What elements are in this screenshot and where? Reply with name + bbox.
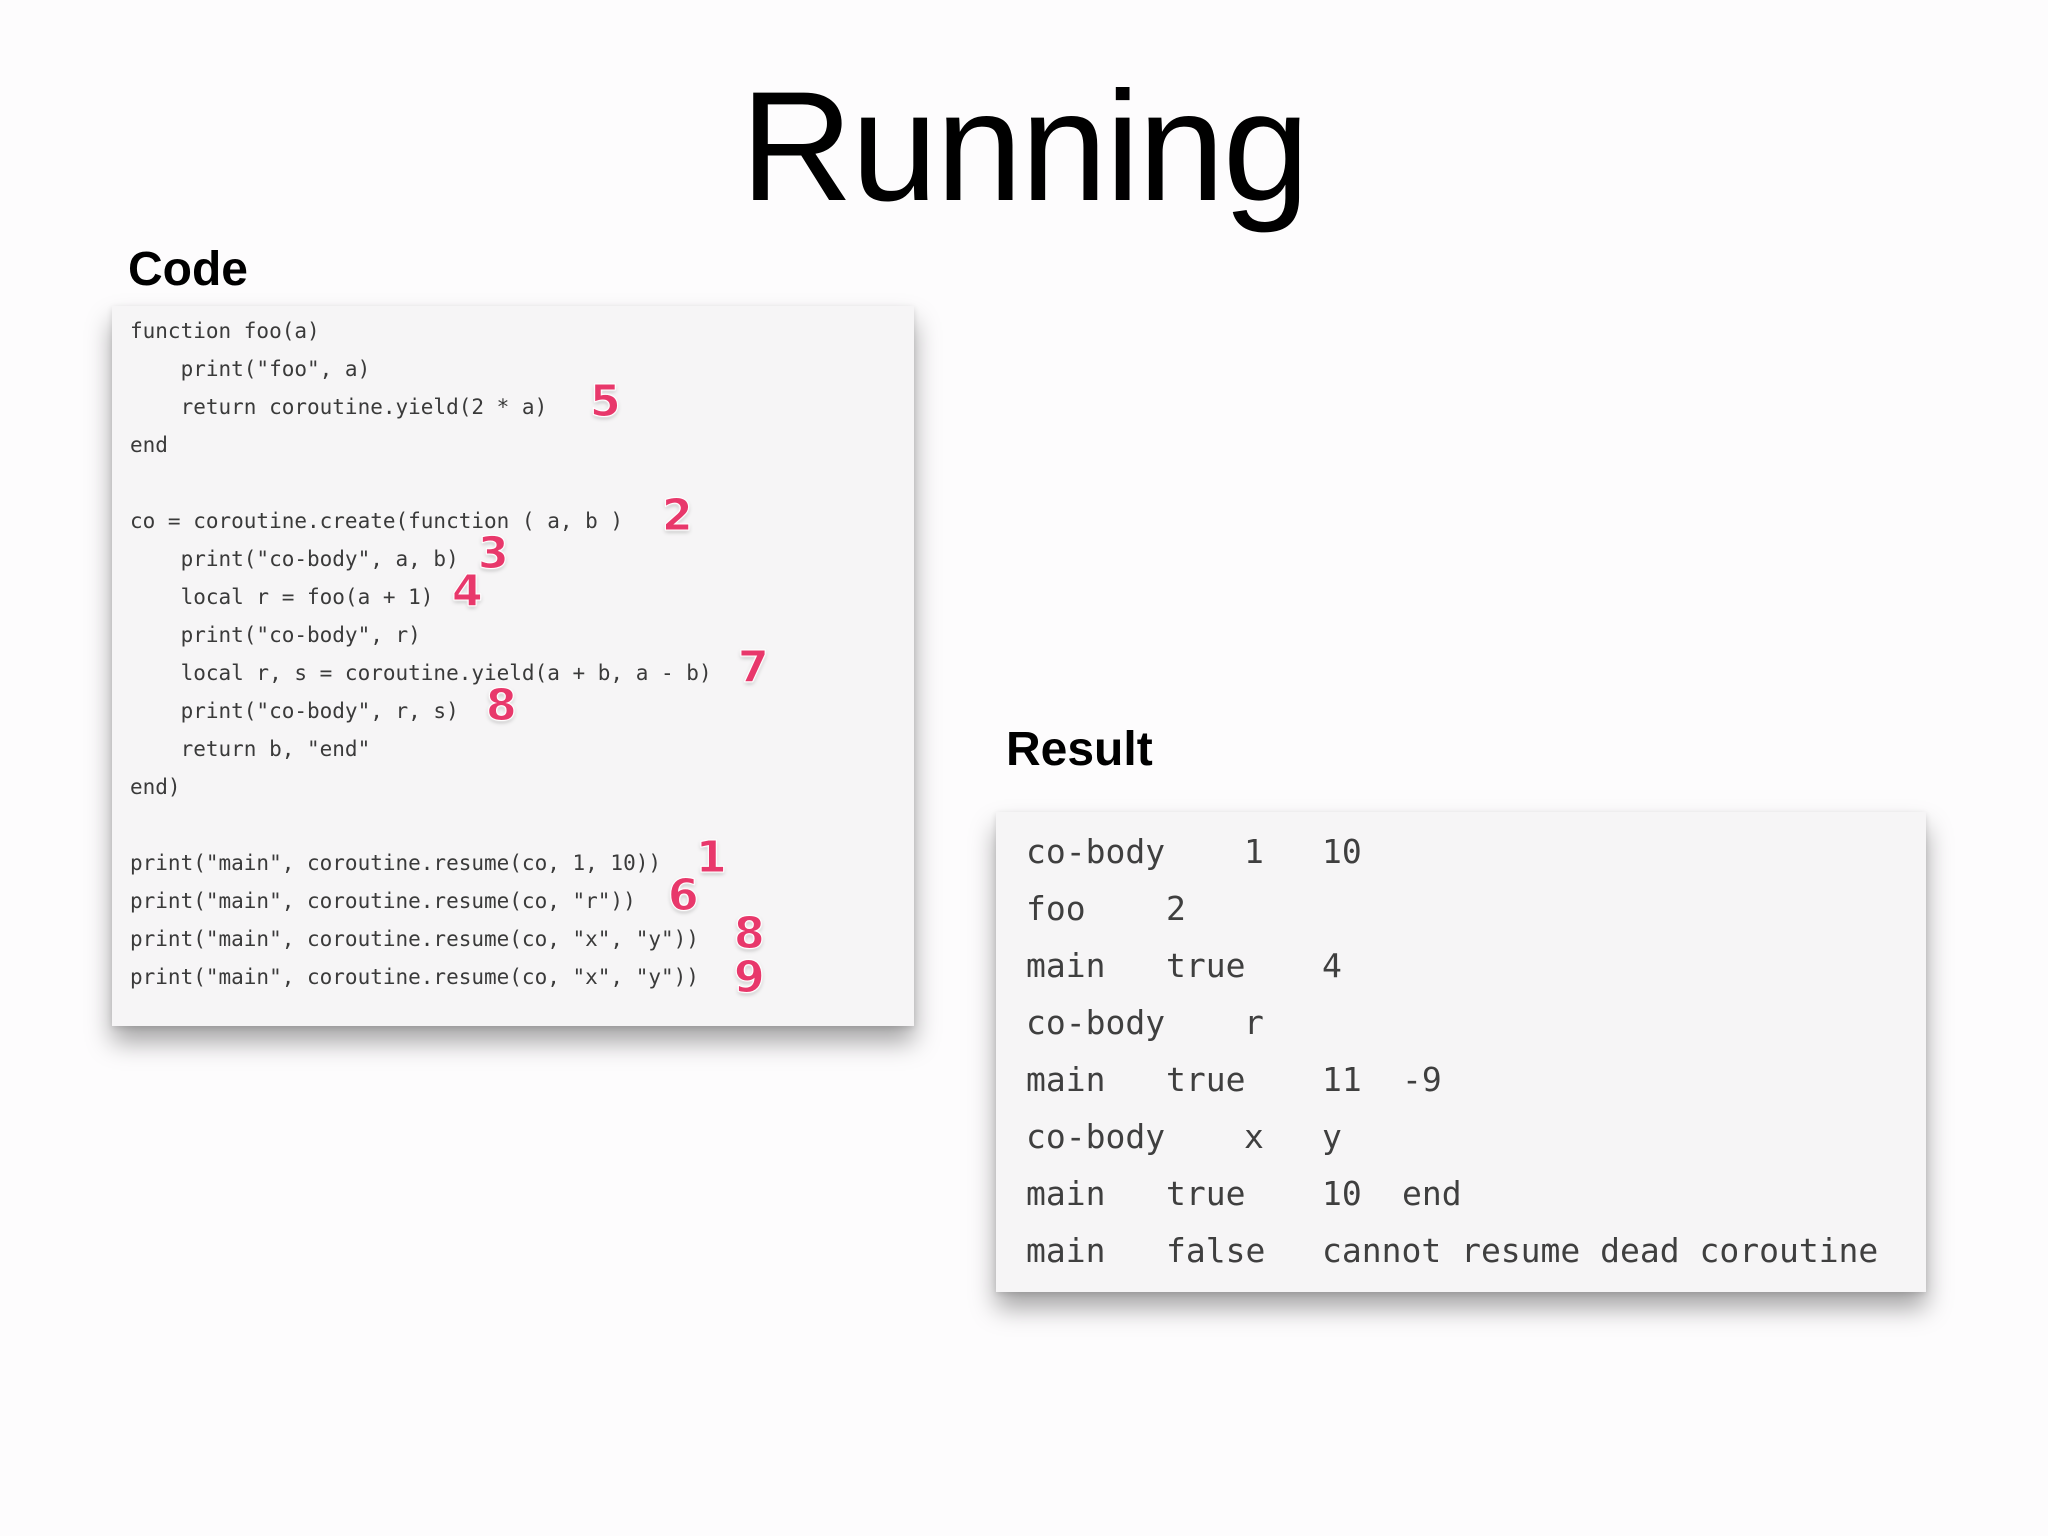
result-cell: main [1026,1174,1106,1213]
result-cell: main [1026,1231,1106,1270]
step-marker: 4 [452,566,484,617]
code-line: local r, s = coroutine.yield(a + b, a - … [130,661,712,685]
step-marker: 6 [668,870,700,921]
code-line: print("co-body", r) [130,623,421,647]
result-row: main true 11 -9 [1026,1060,1906,1100]
result-cell: co-body [1026,1003,1166,1042]
result-cell: 1 [1244,832,1264,871]
step-marker: 7 [738,642,770,693]
code-line: print("co-body", r, s) [130,699,459,723]
result-cell: end [1402,1174,1462,1213]
result-row: main true 10 end [1026,1174,1906,1214]
step-marker: 8 [734,908,766,959]
result-cell: main [1026,946,1106,985]
result-cell: 10 [1322,832,1362,871]
result-row: main false cannot resume dead coroutine [1026,1231,1906,1271]
code-line: return b, "end" [130,737,371,761]
code-heading: Code [128,243,248,296]
code-line: print("co-body", a, b) [130,547,459,571]
code-line: print("main", coroutine.resume(co, "x", … [130,965,699,989]
result-panel: co-body 1 10 foo 2 main true 4 co-body r main true 1… [996,812,1926,1292]
step-marker: 5 [590,376,622,427]
result-cell: true [1166,946,1246,985]
code-line: print("foo", a) [130,357,371,381]
code-panel: function foo(a) print("foo", a) return c… [112,306,914,1026]
code-line: return coroutine.yield(2 * a) [130,395,548,419]
result-cell: false [1166,1231,1266,1270]
code-line: print("main", coroutine.resume(co, "r")) [130,889,636,913]
step-marker: 8 [486,680,518,731]
result-row: co-body x y [1026,1117,1906,1157]
result-cell: 11 [1322,1060,1362,1099]
result-row: main true 4 [1026,946,1906,986]
slide-title: Running [740,60,1309,234]
code-line: function foo(a) [130,319,320,343]
step-marker: 9 [734,952,766,1003]
code-line: print("main", coroutine.resume(co, 1, 10… [130,851,662,875]
result-cell: true [1166,1174,1246,1213]
result-cell: co-body [1026,1117,1166,1156]
result-row: foo 2 [1026,889,1906,929]
step-marker: 2 [662,490,694,541]
code-line: end) [130,775,181,799]
result-cell: true [1166,1060,1246,1099]
code-line: end [130,433,168,457]
code-line: local r = foo(a + 1) [130,585,434,609]
code-line: print("main", coroutine.resume(co, "x", … [130,927,699,951]
result-cell: -9 [1402,1060,1442,1099]
result-cell: 4 [1322,946,1342,985]
result-cell: co-body [1026,832,1166,871]
code-line: co = coroutine.create(function ( a, b ) [130,509,624,533]
result-cell: cannot resume dead coroutine [1322,1231,1879,1270]
result-cell: 2 [1166,889,1186,928]
result-heading: Result [1006,723,1153,776]
step-marker: 3 [478,528,510,579]
result-row: co-body r [1026,1003,1906,1043]
result-cell: main [1026,1060,1106,1099]
result-cell: x [1244,1117,1264,1156]
result-row: co-body 1 10 [1026,832,1906,872]
result-cell: foo [1026,889,1086,928]
result-cell: 10 [1322,1174,1362,1213]
step-marker: 1 [696,832,728,883]
result-cell: r [1244,1003,1264,1042]
result-cell: y [1322,1117,1342,1156]
